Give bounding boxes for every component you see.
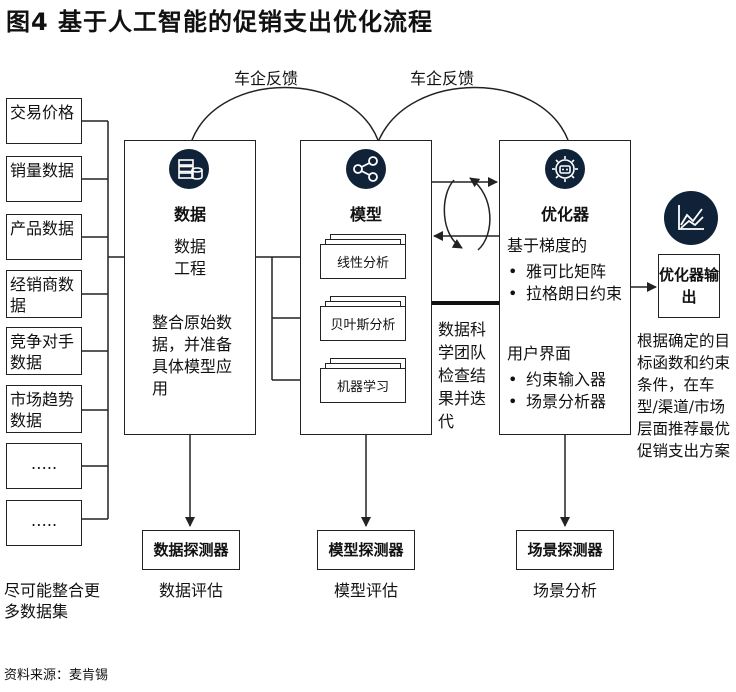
- ui-item: 场景分析器: [500, 391, 626, 413]
- gradient-heading: 基于梯度的: [507, 236, 588, 255]
- model-heading: 模型: [349, 205, 382, 224]
- source-label: 销量数据: [10, 161, 75, 180]
- database-icon: [169, 149, 209, 189]
- gradient-item: 雅可比矩阵: [500, 261, 626, 283]
- ui-item: 约束输入器: [500, 369, 626, 391]
- line-chart-icon: [664, 191, 718, 245]
- iteration-note: 数据科学团队检查结果并迭代: [438, 320, 487, 431]
- source-footer: 资料来源：麦肯锡: [4, 668, 109, 683]
- gradient-item: 拉格朗日约束: [500, 283, 626, 305]
- source-box-more: …..: [6, 500, 82, 546]
- model-card-linear: 线性分析: [320, 244, 406, 279]
- source-label: 交易价格: [10, 103, 75, 122]
- figure-title: 图4 基于人工智能的促销支出优化流程: [6, 8, 434, 36]
- source-label: 经销商数据: [10, 275, 75, 315]
- model-card-ml: 机器学习: [320, 368, 406, 403]
- model-probe-caption: 模型评估: [333, 581, 398, 600]
- ui-heading: 用户界面: [507, 344, 572, 363]
- feedback-label-left: 车企反馈: [234, 69, 299, 88]
- output-heading: 优化器输出: [659, 266, 720, 306]
- data-description: 整合原始数据，并准备具体模型应用: [152, 313, 233, 398]
- source-label: 产品数据: [10, 219, 75, 238]
- sources-caption: 尽可能整合更多数据集: [4, 581, 101, 621]
- source-label: 市场趋势数据: [10, 390, 75, 430]
- source-box-dealer-data: 经销商数据: [6, 270, 82, 318]
- optimizer-heading: 优化器: [540, 205, 589, 224]
- model-card-label: 线性分析: [336, 256, 389, 271]
- feedback-label-right: 车企反馈: [410, 69, 475, 88]
- scenario-probe-box: 场景探测器: [516, 530, 614, 570]
- data-heading: 数据: [173, 205, 206, 224]
- data-box: [124, 140, 256, 435]
- data-probe-box: 数据探测器: [142, 530, 240, 570]
- gradient-list: 雅可比矩阵 拉格朗日约束: [500, 261, 626, 305]
- source-box-competitor-data: 竞争对手数据: [6, 327, 82, 375]
- ui-list: 约束输入器 场景分析器: [500, 369, 626, 413]
- source-box-product-data: 产品数据: [6, 214, 82, 260]
- optimizer-output-box: 优化器输出: [658, 254, 720, 318]
- model-card-label: 贝叶斯分析: [330, 318, 396, 333]
- data-engineering-label: 数据工程: [173, 237, 206, 278]
- source-box-more: …..: [6, 443, 82, 489]
- source-label: …..: [30, 454, 58, 473]
- share-network-icon: [346, 149, 386, 189]
- robot-gear-icon: [545, 149, 585, 189]
- source-box-market-trend: 市场趋势数据: [6, 385, 82, 433]
- source-label: …..: [30, 511, 58, 530]
- source-label: 竞争对手数据: [10, 332, 75, 372]
- output-description: 根据确定的目标函数和约束条件，在车型/渠道/市场层面推荐最优促销支出方案: [637, 332, 731, 460]
- source-box-transaction-price: 交易价格: [6, 98, 82, 144]
- source-box-sales-volume: 销量数据: [6, 156, 82, 202]
- model-card-label: 机器学习: [336, 380, 389, 395]
- model-card-bayesian: 贝叶斯分析: [320, 306, 406, 341]
- data-probe-caption: 数据评估: [158, 581, 223, 600]
- scenario-probe-caption: 场景分析: [532, 581, 597, 600]
- model-probe-box: 模型探测器: [317, 530, 415, 570]
